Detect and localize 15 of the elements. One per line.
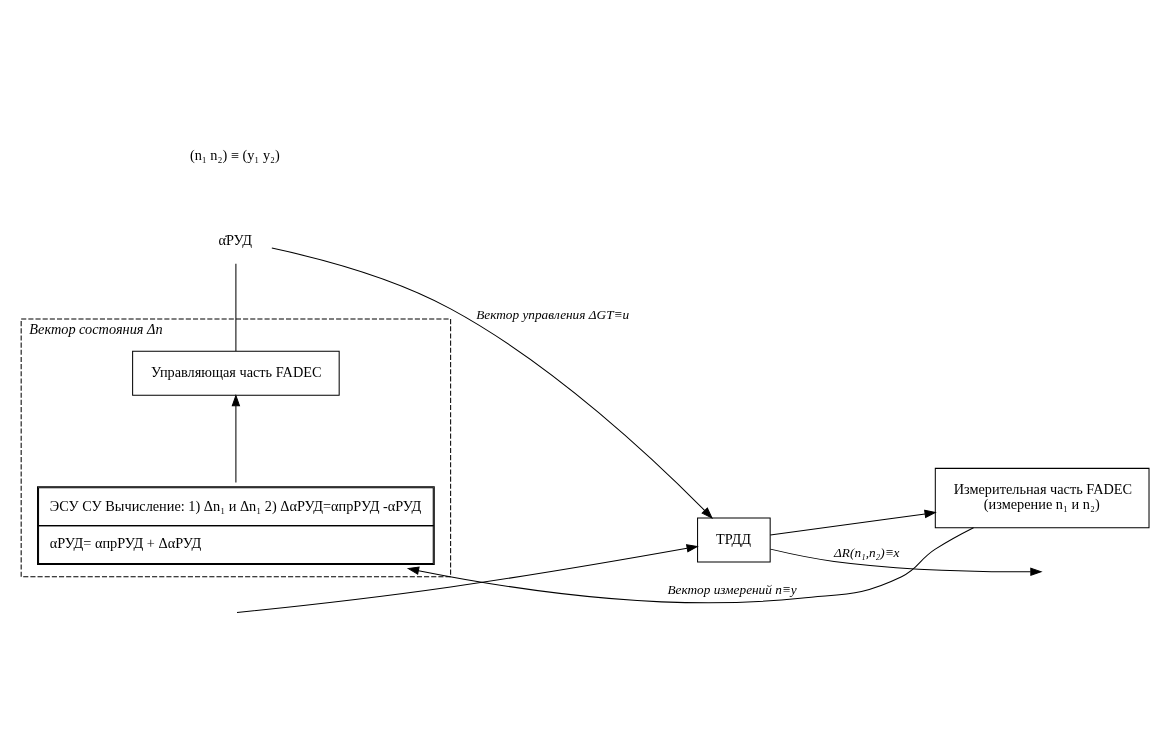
edge-label: Вектор управления ΔGТ≡u (476, 307, 630, 323)
arrow (271, 247, 713, 519)
node-box: ТРДД (697, 517, 771, 563)
arrow (236, 544, 699, 614)
connector (235, 263, 237, 352)
node-text: α̇РУД (218, 232, 253, 249)
node-box: Управляющая часть FADEC (132, 350, 340, 396)
label: (n₁ n₂) ≡ (y₁ y₂) (189, 147, 280, 164)
arrow (406, 527, 974, 604)
node-box: Измерительная часть FADEC (измерение n₁ и n₂) (934, 467, 1150, 529)
arrow (231, 393, 241, 483)
arrow (769, 509, 937, 536)
arrow (769, 548, 1043, 577)
edge-label: ΔR(n₁,n₂)≡x (834, 544, 900, 560)
edge-label: Вектор измерений n≡y (667, 581, 797, 597)
